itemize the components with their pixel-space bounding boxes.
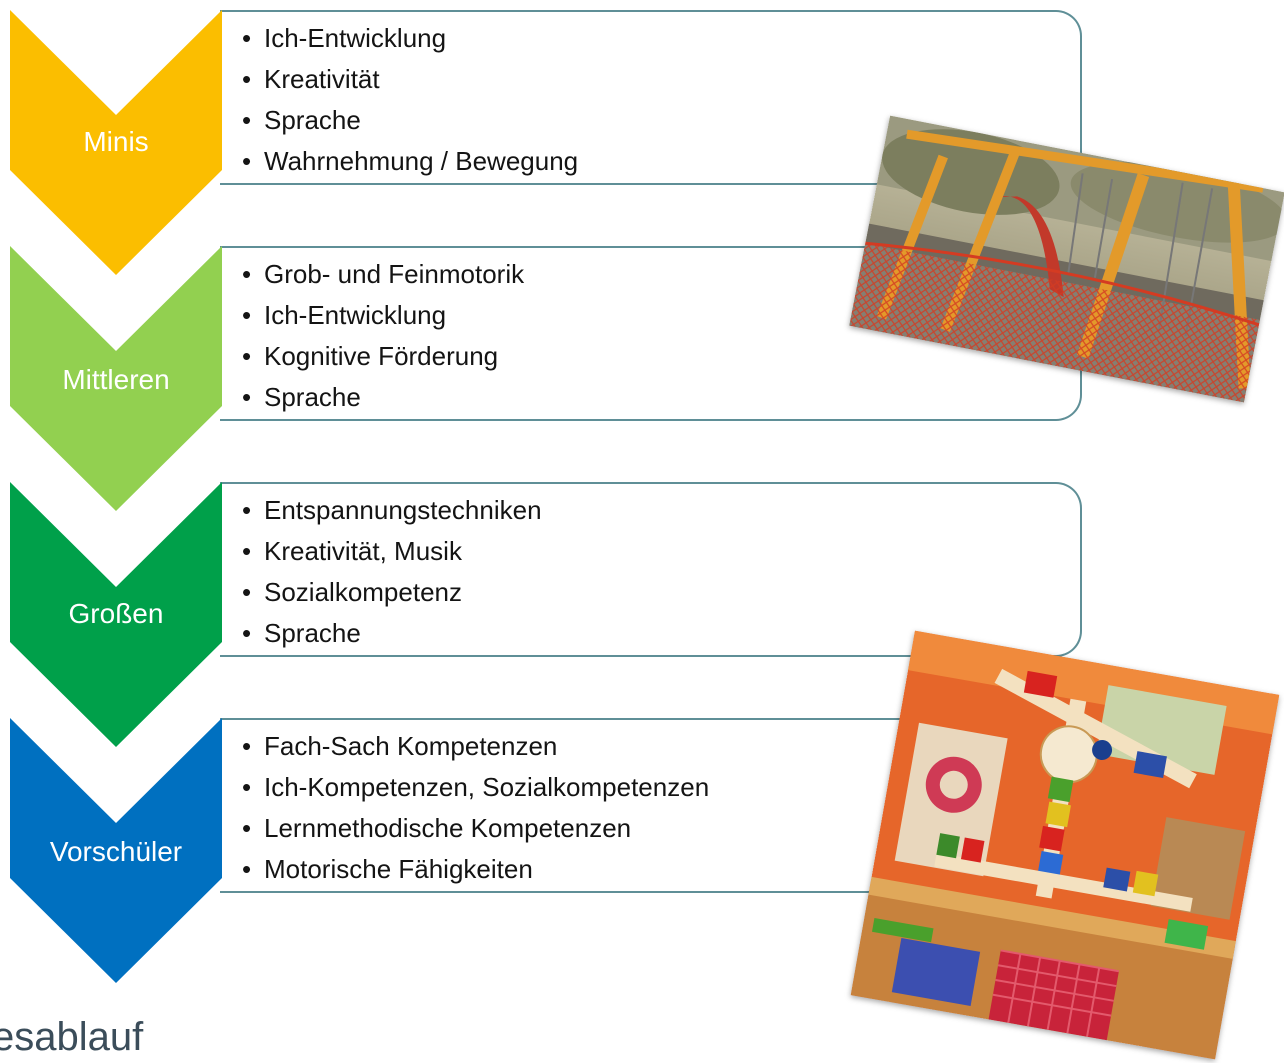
stage-3-list: Entspannungstechniken Kreativität, Musik… <box>240 490 542 654</box>
list-item: Lernmethodische Kompetenzen <box>240 808 709 849</box>
stage-1-chevron: Minis <box>10 10 222 275</box>
list-item: Ich-Entwicklung <box>240 18 578 59</box>
list-item: Sprache <box>240 377 524 418</box>
list-item: Kreativität, Musik <box>240 531 542 572</box>
list-item: Grob- und Feinmotorik <box>240 254 524 295</box>
list-item: Ich-Entwicklung <box>240 295 524 336</box>
stage-2-chevron: Mittleren <box>10 246 222 511</box>
stage-4-label: Vorschüler <box>49 836 183 867</box>
stage-1-list: Ich-Entwicklung Kreativität Sprache Wahr… <box>240 18 578 182</box>
stage-4-chevron: Vorschüler <box>10 718 222 983</box>
list-item: Ich-Kompetenzen, Sozialkompetenzen <box>240 767 709 808</box>
list-item: Sprache <box>240 613 542 654</box>
footer-title: esablauf <box>0 1015 144 1059</box>
list-item: Entspannungstechniken <box>240 490 542 531</box>
list-item: Fach-Sach Kompetenzen <box>240 726 709 767</box>
stage-4-list: Fach-Sach Kompetenzen Ich-Kompetenzen, S… <box>240 726 709 890</box>
list-item: Kreativität <box>240 59 578 100</box>
list-item: Sozialkompetenz <box>240 572 542 613</box>
list-item: Motorische Fähigkeiten <box>240 849 709 890</box>
stage-3-box: Entspannungstechniken Kreativität, Musik… <box>220 482 1082 657</box>
list-item: Kognitive Förderung <box>240 336 524 377</box>
playground-image <box>849 115 1284 403</box>
stage-2-list: Grob- und Feinmotorik Ich-Entwicklung Ko… <box>240 254 524 418</box>
stage-3-label: Großen <box>68 598 164 629</box>
stage-2-label: Mittleren <box>62 364 170 395</box>
stage-1-label: Minis <box>83 126 149 157</box>
toy-scale-photo <box>850 630 1280 1060</box>
stage-3-chevron: Großen <box>10 482 222 747</box>
list-item: Wahrnehmung / Bewegung <box>240 141 578 182</box>
stage-1-box: Ich-Entwicklung Kreativität Sprache Wahr… <box>220 10 1082 185</box>
list-item: Sprache <box>240 100 578 141</box>
toy-scale-image <box>850 630 1280 1060</box>
playground-photo <box>849 115 1284 403</box>
